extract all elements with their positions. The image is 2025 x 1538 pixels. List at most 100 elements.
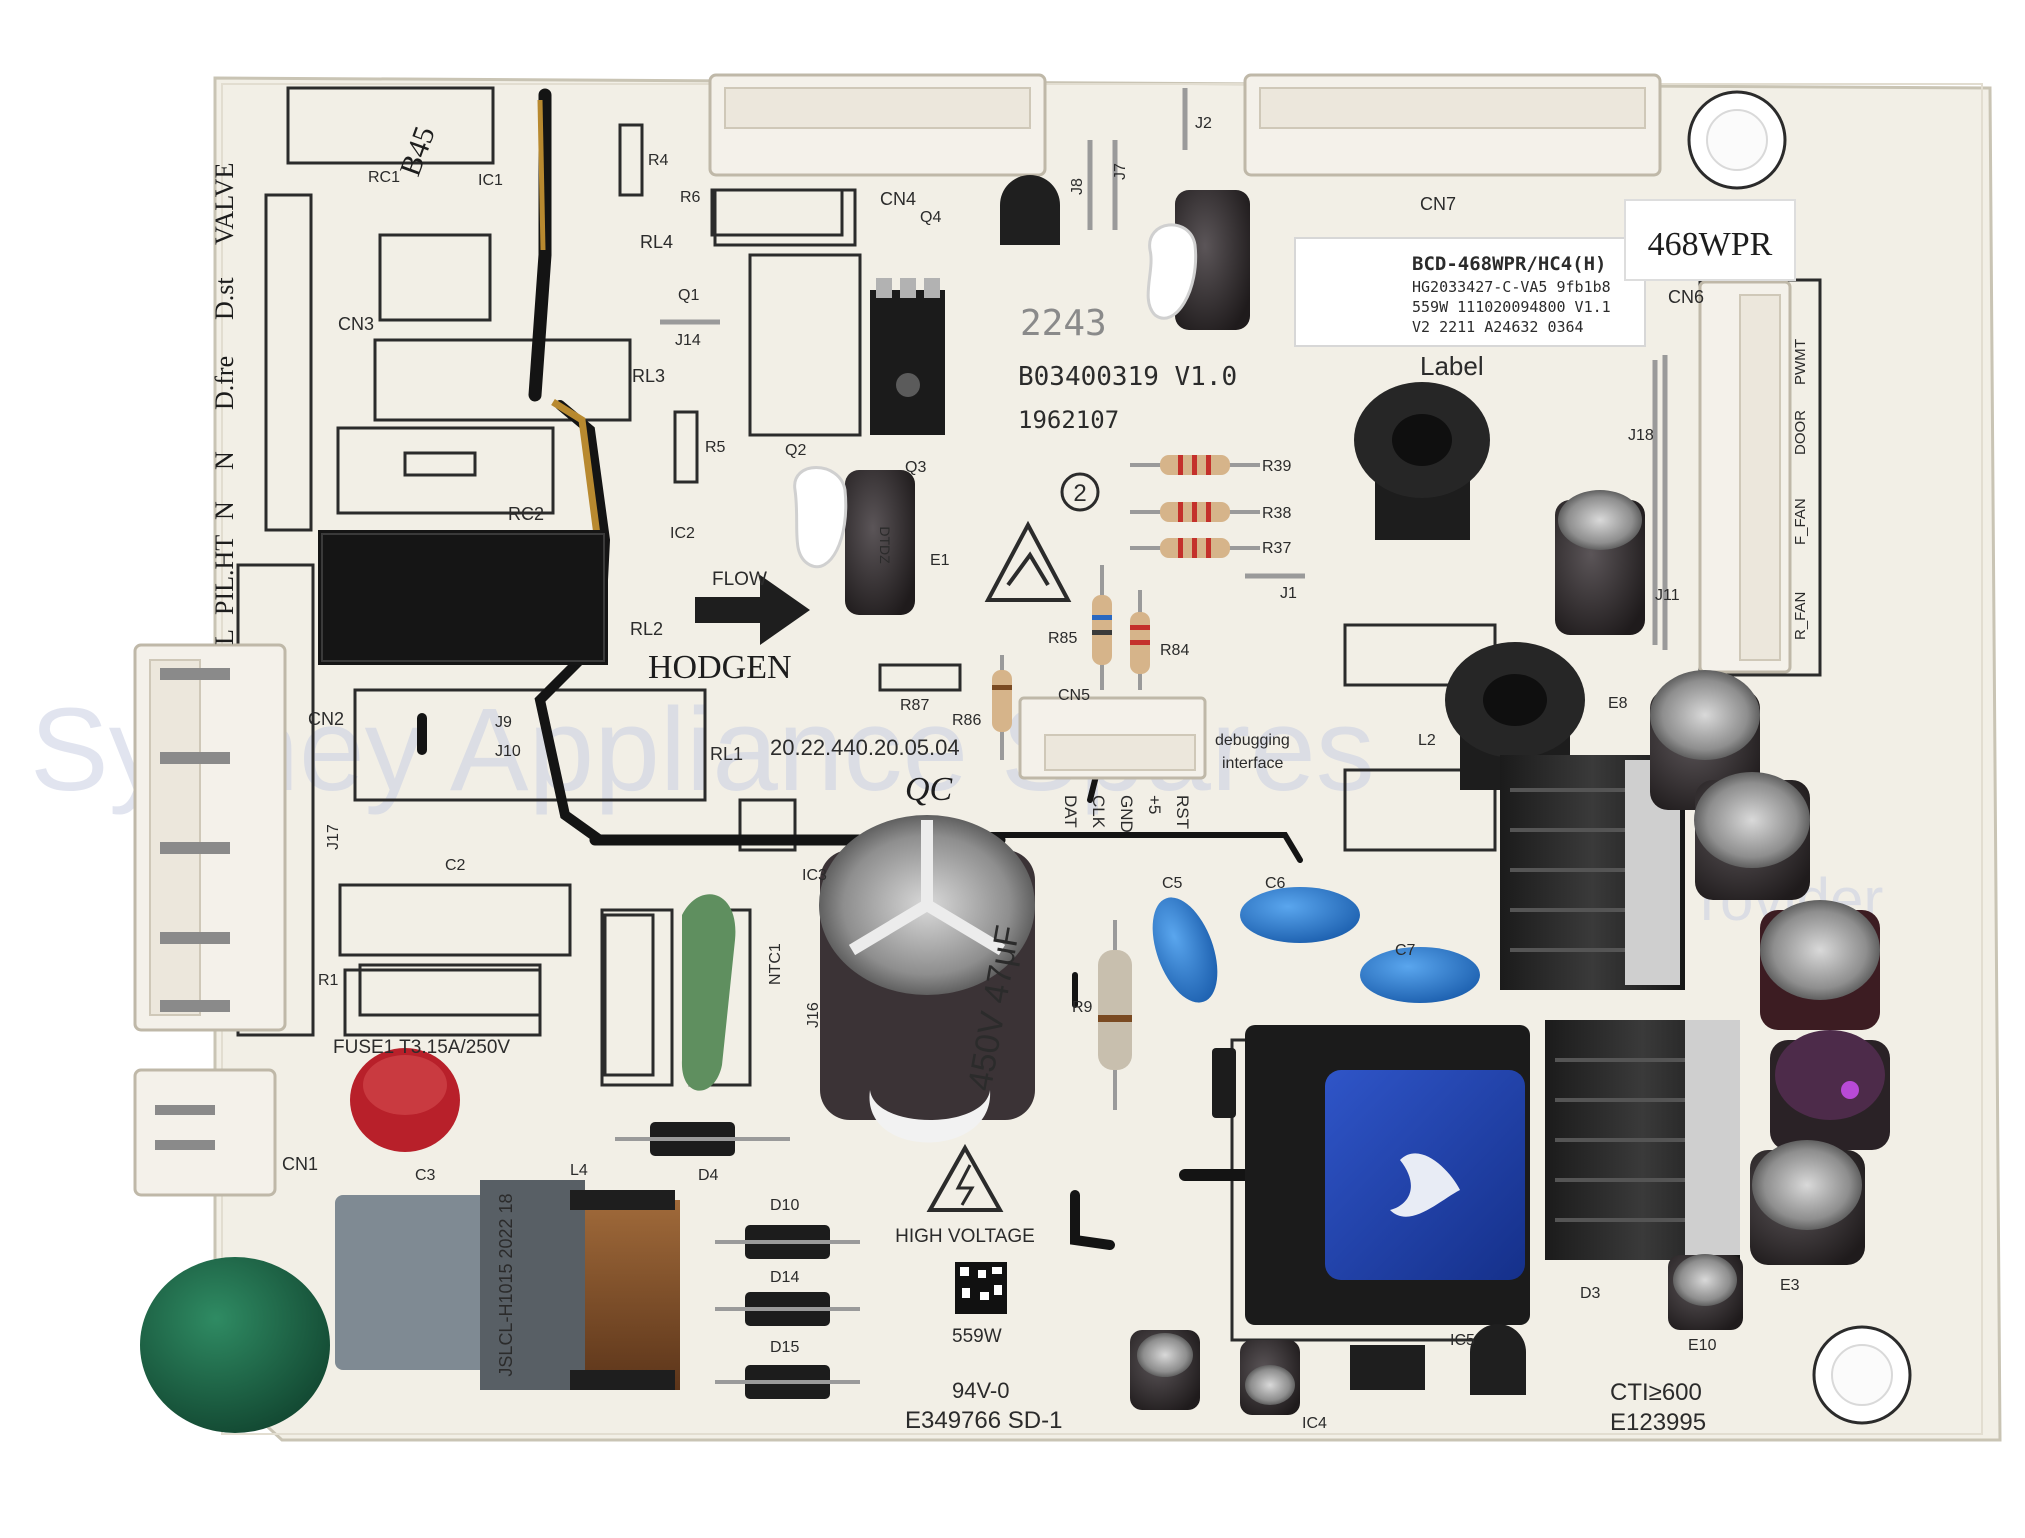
label-dfre: D.fre [210,356,239,410]
designator-j7: J7 [1112,163,1129,180]
designator-cn7: CN7 [1420,194,1456,214]
brand-hodgen: HODGEN [648,649,792,686]
designator-c7: C7 [1395,942,1416,959]
connector-cn7[interactable] [1243,73,1662,177]
designator-e1: E1 [930,552,950,569]
debug-pin-clk: CLK [1089,795,1108,829]
designator-cn6: CN6 [1668,287,1704,307]
relay-rl2 [318,530,608,665]
common-mode-choke: JSLCL-H1015 2022 18 [335,1180,680,1390]
designator-j1: J1 [1280,585,1297,602]
designator-rl4: RL4 [640,232,673,252]
designator-q2: Q2 [785,442,806,459]
cti-code: E123995 [1610,1409,1706,1436]
designator-e10: E10 [1688,1337,1717,1354]
capacitor-right-4 [1770,1030,1890,1150]
fuse-label: FUSE1 T3.15A/250V [333,1037,510,1058]
board-number-2: 1962107 [1018,406,1119,434]
fuse-red [350,1048,460,1152]
designator-j18: J18 [1628,427,1654,444]
label-n1: N [210,451,239,470]
designator-cn3: CN3 [338,314,374,334]
designator-r5: R5 [705,439,726,456]
designator-rl3: RL3 [632,366,665,386]
heatsink-upper [1500,755,1685,990]
model-line-2: HG2033427-C-VA5 9fb1b8 [1412,278,1611,296]
debug-label: debugging [1215,732,1290,749]
capacitor-e3 [1750,1140,1865,1265]
debug-pin-5v: +5 [1145,795,1164,814]
tag-sticker [1624,199,1796,281]
qr-559w-label: 559W [952,1326,1002,1347]
debug-pin-gnd: GND [1117,795,1136,833]
designator-ic2: IC2 [670,525,695,542]
debug-label-2: interface [1222,755,1283,772]
designator-rc2: RC2 [508,504,544,524]
designator-q3: Q3 [905,459,926,476]
designator-d14: D14 [770,1269,799,1286]
wire-jumpers [660,88,1668,650]
debug-pin-rst: RST [1173,795,1192,829]
mounting-hole-bottom-right [1812,1325,1912,1425]
label-rfan: R_FAN [1792,592,1809,640]
esd-warning-icon [984,520,1072,602]
connector-cn2[interactable] [133,643,287,1032]
connector-cn6[interactable] [1698,280,1792,674]
label-valve: VALVE [210,163,239,245]
designator-l2: L2 [1418,732,1436,749]
designator-r9: R9 [1072,999,1093,1016]
resistor-outlines [358,123,962,1077]
glue-blob [793,466,848,569]
transformer [1245,1025,1530,1325]
label-door: DOOR [1792,410,1809,455]
designator-q1: Q1 [678,287,699,304]
flow-label: FLOW [712,569,767,590]
connector-cn5[interactable] [1018,696,1207,780]
inductor-l1 [1354,382,1490,540]
label-pwm: PWM [1792,348,1809,385]
designator-c3: C3 [415,1167,436,1184]
y-capacitors [1152,887,1480,1003]
designator-e3: E3 [1780,1277,1800,1294]
board-number: B03400319 V1.0 [1018,362,1237,392]
date-code: 2243 [1020,303,1107,344]
model-line-3: 559W 111020094800 V1.1 [1412,298,1611,316]
cti-label: CTI≥600 [1610,1379,1702,1406]
capacitor-bulk-450v: 450V 47μF [819,815,1035,1143]
designator-rl1: RL1 [710,744,743,764]
designator-ic5: IC5 [1450,1332,1475,1349]
model-sticker [1294,237,1646,347]
designator-rl2: RL2 [630,619,663,639]
diodes [615,1048,1236,1399]
capacitor-e10 [1668,1254,1743,1330]
designator-d15: D15 [770,1339,799,1356]
connector-cn4[interactable] [708,73,1047,177]
designator-l4: L4 [570,1162,588,1179]
designator-r39: R39 [1262,458,1291,475]
designator-r85: R85 [1048,630,1077,647]
designator-j10: J10 [495,743,521,760]
model-line-1: BCD-468WPR/HC4(H) [1412,253,1606,275]
label-dst: D.st [210,277,239,320]
designator-r87: R87 [900,697,929,714]
qc-mark: QC [905,771,953,808]
designator-ic4: IC4 [1302,1415,1327,1432]
designator-r37: R37 [1262,540,1291,557]
designator-c6: C6 [1265,875,1286,892]
heatsink-lower [1545,1020,1740,1260]
designator-cn1: CN1 [282,1154,318,1174]
debug-pin-labels: DAT CLK GND +5 RST [1061,795,1192,833]
color-band-resistors [992,455,1260,1110]
transistor-q3 [870,278,945,435]
designator-c5: C5 [1162,875,1183,892]
text-layer: BCD-468WPR/HC4(H) HG2033427-C-VA5 9fb1b8… [210,115,1809,1436]
designator-d3: D3 [1580,1285,1601,1302]
designator-r6: R6 [680,189,701,206]
connector-cn1[interactable] [133,1068,277,1197]
designator-j17: J17 [325,824,342,850]
designator-r1: R1 [318,972,339,989]
designator-j9: J9 [495,714,512,731]
transistor-q4 [1000,175,1060,245]
designator-rc1: RC1 [368,169,400,186]
